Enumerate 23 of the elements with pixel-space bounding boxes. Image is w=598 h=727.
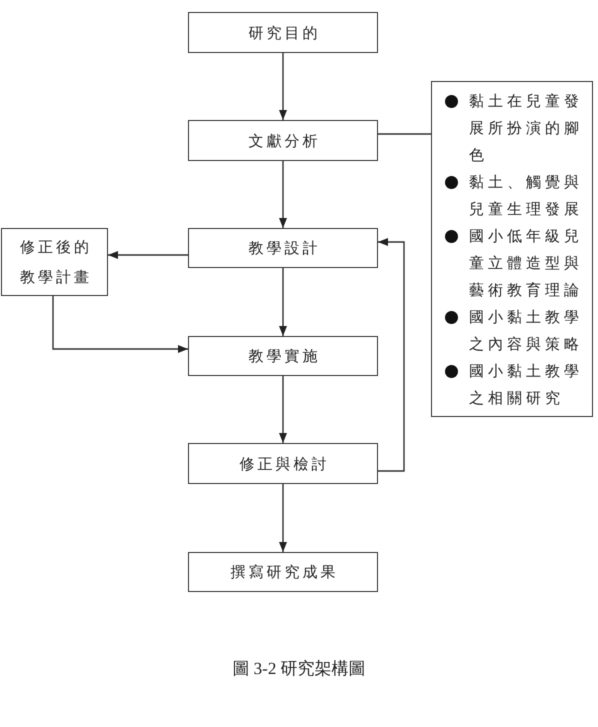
list-item: 黏土在兒童發展所扮演的腳色 bbox=[469, 91, 584, 166]
arrow bbox=[279, 268, 287, 336]
arrow bbox=[279, 53, 287, 120]
process-box: 研究目的 bbox=[188, 12, 378, 53]
connector-line bbox=[378, 133, 431, 135]
list-item: 國小低年級兒童立體造型與藝術教育理論 bbox=[469, 226, 584, 301]
list-item: 國小黏土教學之相關研究 bbox=[469, 361, 584, 409]
arrow bbox=[52, 296, 188, 353]
process-box: 撰寫研究成果 bbox=[188, 552, 378, 592]
process-box: 文獻分析 bbox=[188, 120, 378, 161]
arrow bbox=[279, 484, 287, 552]
list-item: 國小黏土教學之內容與策略 bbox=[469, 307, 584, 355]
process-box: 修正與檢討 bbox=[188, 443, 378, 484]
arrow bbox=[279, 376, 287, 443]
figure-caption: 圖 3-2 研究架構圖 bbox=[231, 658, 367, 680]
process-box: 教學實施 bbox=[188, 336, 378, 376]
arrow bbox=[108, 251, 188, 259]
process-box: 修正後的教學計畫 bbox=[1, 228, 108, 296]
process-box: 教學設計 bbox=[188, 228, 378, 268]
arrow bbox=[279, 161, 287, 228]
list-item: 黏土、觸覺與兒童生理發展 bbox=[469, 172, 584, 220]
list-box bbox=[431, 81, 593, 417]
arrow bbox=[378, 238, 405, 472]
